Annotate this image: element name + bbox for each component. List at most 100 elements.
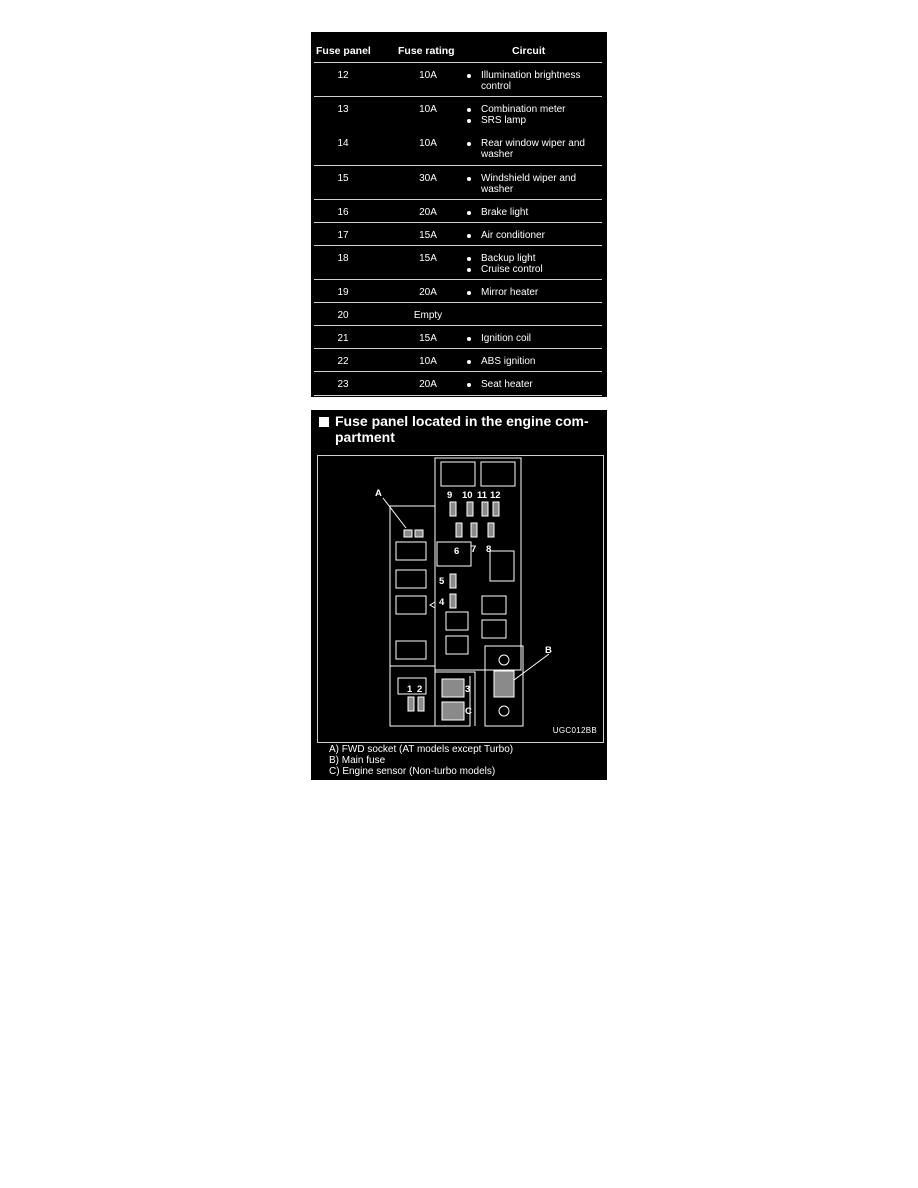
main-fuse-icon <box>493 670 515 698</box>
callout-b-leader <box>513 653 550 681</box>
circuit-text: Windshield wiper and washer <box>481 173 577 195</box>
housing-c-outline <box>435 671 476 726</box>
fuse-7-label: 7 <box>471 544 476 555</box>
circuit-item: Rear window wiper and washer <box>462 138 602 160</box>
bullet-icon <box>467 119 471 123</box>
relay-center-b <box>445 635 469 655</box>
housing-left-outline <box>389 505 471 727</box>
engine-compartment-panel: Fuse panel located in the engine com- pa… <box>311 410 607 780</box>
cell-circuit: Air conditioner <box>462 230 602 241</box>
fuse-11-icon <box>481 501 489 517</box>
main-fuse-housing <box>484 645 524 727</box>
cell-fuse-panel: 20 <box>337 310 349 321</box>
circuit-item: Brake light <box>462 207 602 218</box>
fuse-box-diagram: A B C 9 10 11 12 6 7 8 5 4 1 2 3 UGC012B… <box>317 455 604 743</box>
cell-fuse-panel: 21 <box>337 333 349 344</box>
fuse-10-icon <box>466 501 474 517</box>
circuit-item: Backup light <box>462 253 602 264</box>
legend-item-a: A) FWD socket (AT models except Turbo) <box>329 744 514 755</box>
fuse-10-label: 10 <box>462 490 473 501</box>
legend-item-b: B) Main fuse <box>329 755 386 766</box>
circuit-text: Illumination brightness control <box>481 70 581 92</box>
fuse-5-icon <box>449 573 457 589</box>
bullet-icon <box>467 268 471 272</box>
fuse-4-label: 4 <box>439 597 445 608</box>
circuit-item: Air conditioner <box>462 230 602 241</box>
cell-fuse-rating: 15A <box>419 333 437 344</box>
header-circuit: Circuit <box>512 45 546 57</box>
top-relay-right <box>480 461 516 487</box>
legend-item-c: C) Engine sensor (Non-turbo models) <box>329 766 496 777</box>
main-fuse-bolt-top <box>498 654 510 666</box>
cell-fuse-rating: 15A <box>419 230 437 241</box>
bullet-icon <box>467 74 471 78</box>
cell-fuse-panel: 15 <box>337 173 349 184</box>
header-fuse-rating: Fuse rating <box>398 45 455 57</box>
relay-center-a <box>445 611 469 631</box>
bullet-icon <box>467 360 471 364</box>
relay-right-3 <box>481 619 507 639</box>
callout-c-label: C <box>465 706 472 717</box>
engine-sensor-icon <box>441 701 465 721</box>
cell-circuit: Illumination brightness control <box>462 70 602 92</box>
cell-circuit: Windshield wiper and washer <box>462 173 602 195</box>
housing-center-outline <box>434 457 522 671</box>
cell-fuse-rating: 15A <box>419 253 437 264</box>
relay-left-3 <box>395 595 427 615</box>
cell-fuse-panel: 13 <box>337 104 349 115</box>
housing-notch <box>429 601 436 609</box>
circuit-text: Air conditioner <box>481 230 545 241</box>
circuit-item: Seat heater <box>462 379 602 390</box>
fuse-1-icon <box>407 696 415 712</box>
cell-fuse-panel: 17 <box>337 230 349 241</box>
main-fuse-bolt-bottom <box>498 705 510 717</box>
fuse-1-label: 1 <box>407 684 413 695</box>
circuit-text: Ignition coil <box>481 333 532 344</box>
circuit-text: Seat heater <box>481 379 533 390</box>
bullet-icon <box>467 211 471 215</box>
cell-fuse-panel: 14 <box>337 138 349 149</box>
circuit-item: Windshield wiper and washer <box>462 173 602 195</box>
cell-fuse-panel: 23 <box>337 379 349 390</box>
bullet-icon <box>467 383 471 387</box>
relay-right-2 <box>481 595 507 615</box>
top-relay-left <box>440 461 476 487</box>
fuse-box-drawing: A B C 9 10 11 12 6 7 8 5 4 1 2 3 <box>375 457 552 727</box>
cell-fuse-rating: 30A <box>419 173 437 184</box>
diagram-code: UGC012BB <box>552 726 597 735</box>
callout-a-leader <box>382 497 407 529</box>
bullet-icon <box>467 177 471 181</box>
cell-fuse-panel: 19 <box>337 287 349 298</box>
cell-fuse-panel: 22 <box>337 356 349 367</box>
bullet-icon <box>467 108 471 112</box>
cell-fuse-rating: 10A <box>419 104 437 115</box>
table-row: 15 30A Windshield wiper and washer <box>314 166 602 200</box>
circuit-text: Combination meter <box>481 104 566 115</box>
fuse-6-label: 6 <box>454 546 459 557</box>
fuse-5-label: 5 <box>439 576 445 587</box>
circuit-item: Ignition coil <box>462 333 602 344</box>
relay-left-2 <box>395 569 427 589</box>
cell-circuit: Brake light <box>462 207 602 218</box>
fuse-2-icon <box>417 696 425 712</box>
fwd-socket-pin-1 <box>403 529 413 538</box>
table-row: 17 15A Air conditioner <box>314 223 602 246</box>
fuse-7-icon <box>470 522 478 538</box>
circuit-text: Mirror heater <box>481 287 539 298</box>
fuse-12-label: 12 <box>490 490 501 501</box>
legend: A) FWD socket (AT models except Turbo) B… <box>329 744 513 777</box>
header-fuse-panel: Fuse panel <box>316 45 371 57</box>
table-row: 21 15A Ignition coil <box>314 326 602 349</box>
fuse-9-icon <box>449 501 457 517</box>
fuse-8-icon <box>487 522 495 538</box>
cell-fuse-panel: 18 <box>337 253 349 264</box>
circuit-item: SRS lamp <box>462 115 602 126</box>
